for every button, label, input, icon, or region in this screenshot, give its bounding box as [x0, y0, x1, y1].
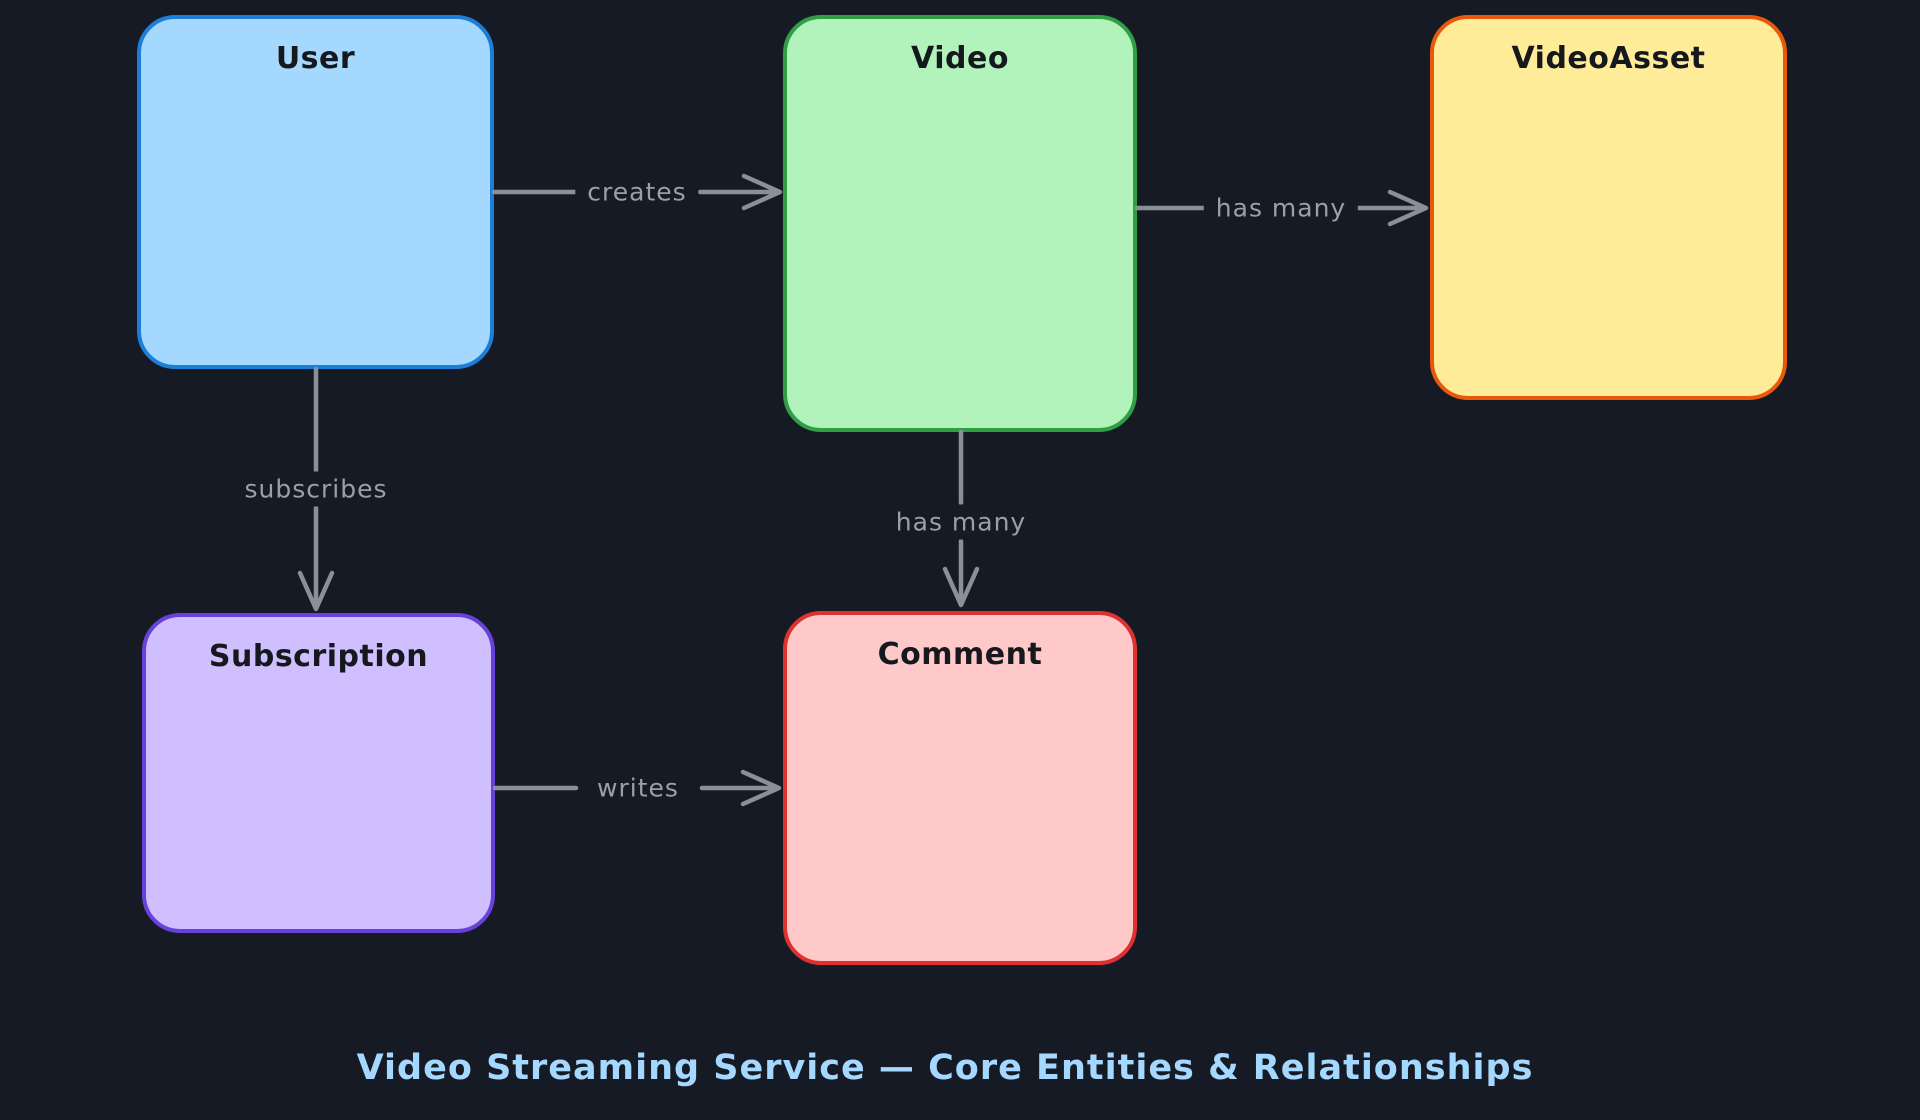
- edge-label-has-many-videoasset: has many: [1203, 190, 1359, 226]
- entity-video: Video: [783, 15, 1137, 432]
- entity-subscription: Subscription: [142, 613, 495, 933]
- entity-video-asset-title: VideoAsset: [1511, 41, 1706, 76]
- arrowhead-right-icon: [740, 769, 782, 807]
- edge-label-writes: writes: [585, 770, 691, 806]
- arrowhead-right-icon: [1387, 189, 1429, 227]
- arrowhead-right-icon: [741, 173, 783, 211]
- entity-user-title: User: [275, 41, 356, 76]
- arrowhead-down-icon: [942, 566, 980, 608]
- entity-video-title: Video: [911, 41, 1009, 76]
- entity-subscription-title: Subscription: [208, 639, 429, 674]
- arrowhead-down-icon: [297, 570, 335, 612]
- entity-comment: Comment: [783, 611, 1137, 965]
- diagram-title: Video Streaming Service — Core Entities …: [356, 1048, 1534, 1088]
- entity-comment-title: Comment: [877, 637, 1043, 672]
- entity-user: User: [137, 15, 494, 369]
- entity-video-asset: VideoAsset: [1430, 15, 1787, 400]
- edge-label-subscribes: subscribes: [232, 471, 400, 507]
- edge-label-creates: creates: [575, 174, 699, 210]
- edge-label-has-many-comment: has many: [883, 504, 1039, 540]
